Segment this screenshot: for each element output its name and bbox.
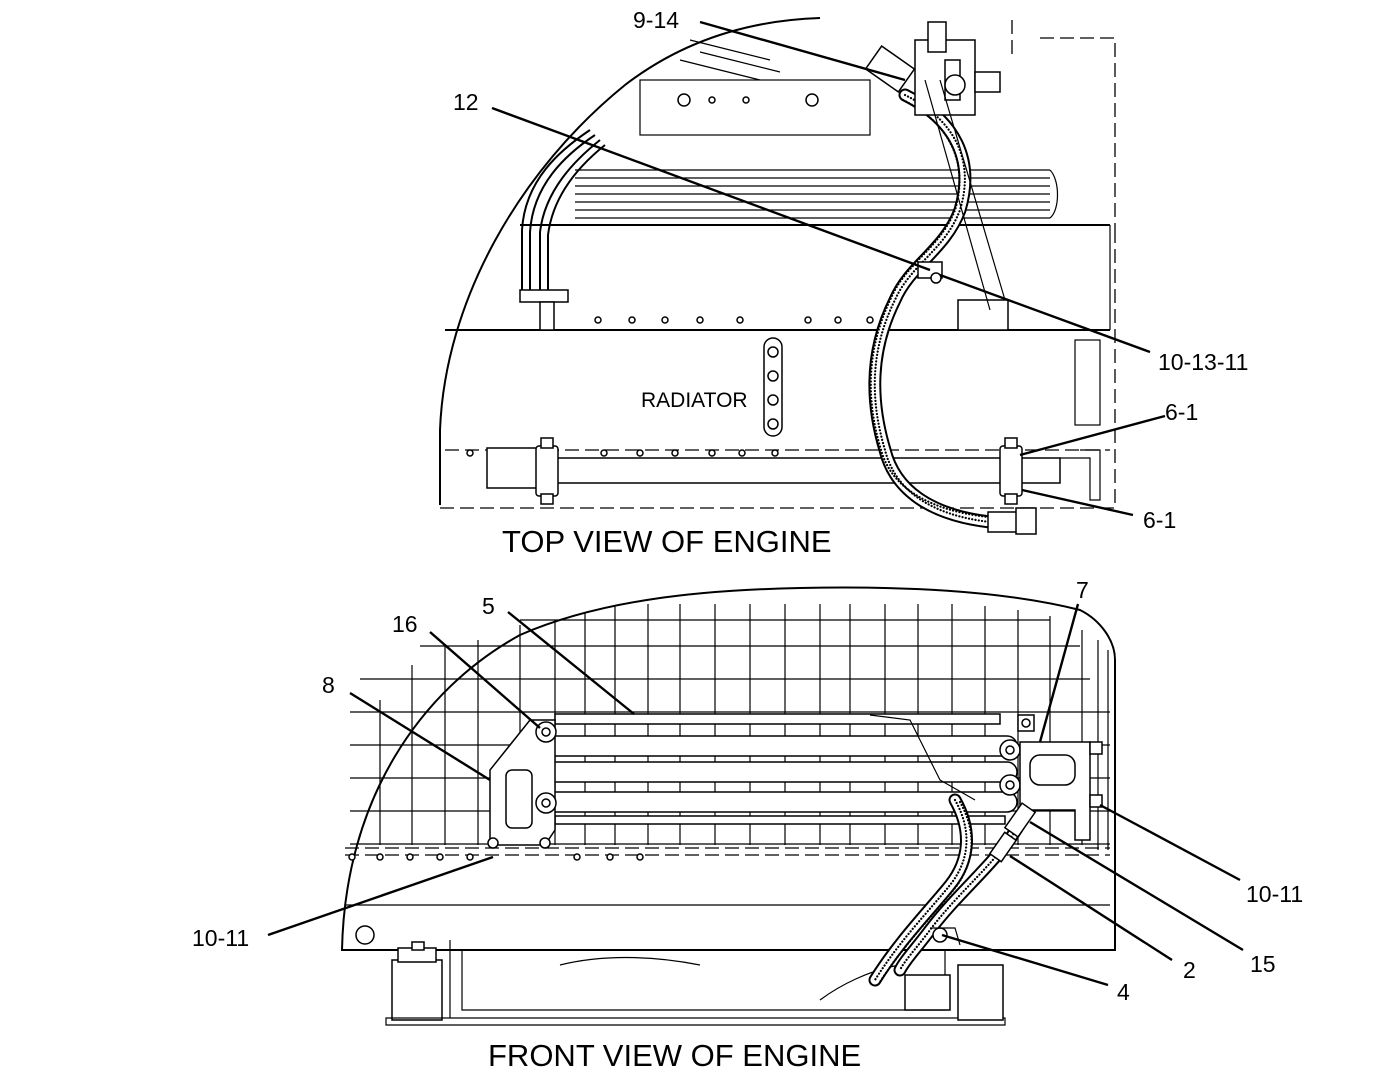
leader-2	[1009, 854, 1173, 962]
fan-fins	[575, 169, 1059, 219]
leader-15	[1029, 820, 1244, 952]
leader-10-11-r	[1099, 803, 1241, 882]
callout-10-11-r: 10-11	[1246, 881, 1303, 907]
left-tubes	[521, 129, 606, 300]
callout-10-11-l: 10-11	[192, 925, 249, 951]
tube-clamp	[519, 289, 569, 303]
top-hose-fitting	[987, 511, 1019, 533]
top-shroud-outline	[439, 17, 821, 505]
top-hose	[868, 88, 997, 529]
front-view: 5 16 8 7 10-11 10-11 2 15 4 FRONT VIEW O…	[192, 577, 1303, 1073]
oil-cooler-tubes	[536, 713, 1018, 825]
callout-6-1-a: 6-1	[1165, 399, 1198, 425]
callout-2: 2	[1183, 957, 1196, 983]
leader-8	[349, 691, 491, 782]
callout-7: 7	[1076, 577, 1089, 603]
leader-12	[491, 106, 931, 272]
top-valve-block	[864, 21, 1001, 116]
callout-9-14: 9-14	[633, 7, 679, 33]
front-line-bolts	[348, 853, 644, 861]
top-bolts	[466, 93, 874, 457]
leader-10-11-l	[267, 855, 494, 937]
front-hose	[868, 793, 1029, 987]
leader-5	[507, 611, 635, 715]
callout-15: 15	[1250, 951, 1276, 977]
leader-9-14	[699, 20, 906, 82]
callout-10-13-11: 10-13-11	[1158, 349, 1248, 375]
callout-5: 5	[482, 593, 495, 619]
leader-16	[429, 631, 541, 729]
leader-4	[941, 933, 1109, 987]
right-bracket	[957, 299, 1009, 331]
hose-fitting-15	[1003, 802, 1037, 838]
engine-front-block	[639, 79, 871, 136]
leader-10-13-11	[939, 273, 1151, 354]
top-cooler-bar	[486, 437, 1101, 505]
callout-12: 12	[453, 89, 479, 115]
radiator-slot	[763, 337, 783, 437]
top-view-title: TOP VIEW OF ENGINE	[502, 524, 832, 559]
front-shroud-outline	[340, 586, 1116, 951]
tube-ring-ends	[535, 721, 1021, 814]
leader-7	[1038, 603, 1080, 743]
radiator-label: RADIATOR	[641, 389, 748, 412]
front-view-title: FRONT VIEW OF ENGINE	[488, 1038, 861, 1073]
callout-4: 4	[1117, 979, 1130, 1005]
leader-6-1-b	[1021, 488, 1134, 517]
callout-6-1-b: 6-1	[1143, 507, 1176, 533]
top-view: RADIATOR 9-14 12 10-13-11 6-1 6-1 TOP VI…	[439, 7, 1248, 559]
leader-6-1-a	[1019, 414, 1166, 457]
callout-16: 16	[392, 611, 418, 637]
top-view-boundary	[440, 20, 1116, 509]
engine-mounts	[385, 940, 1006, 1026]
mount-bolt	[355, 925, 375, 945]
callout-8: 8	[322, 672, 335, 698]
